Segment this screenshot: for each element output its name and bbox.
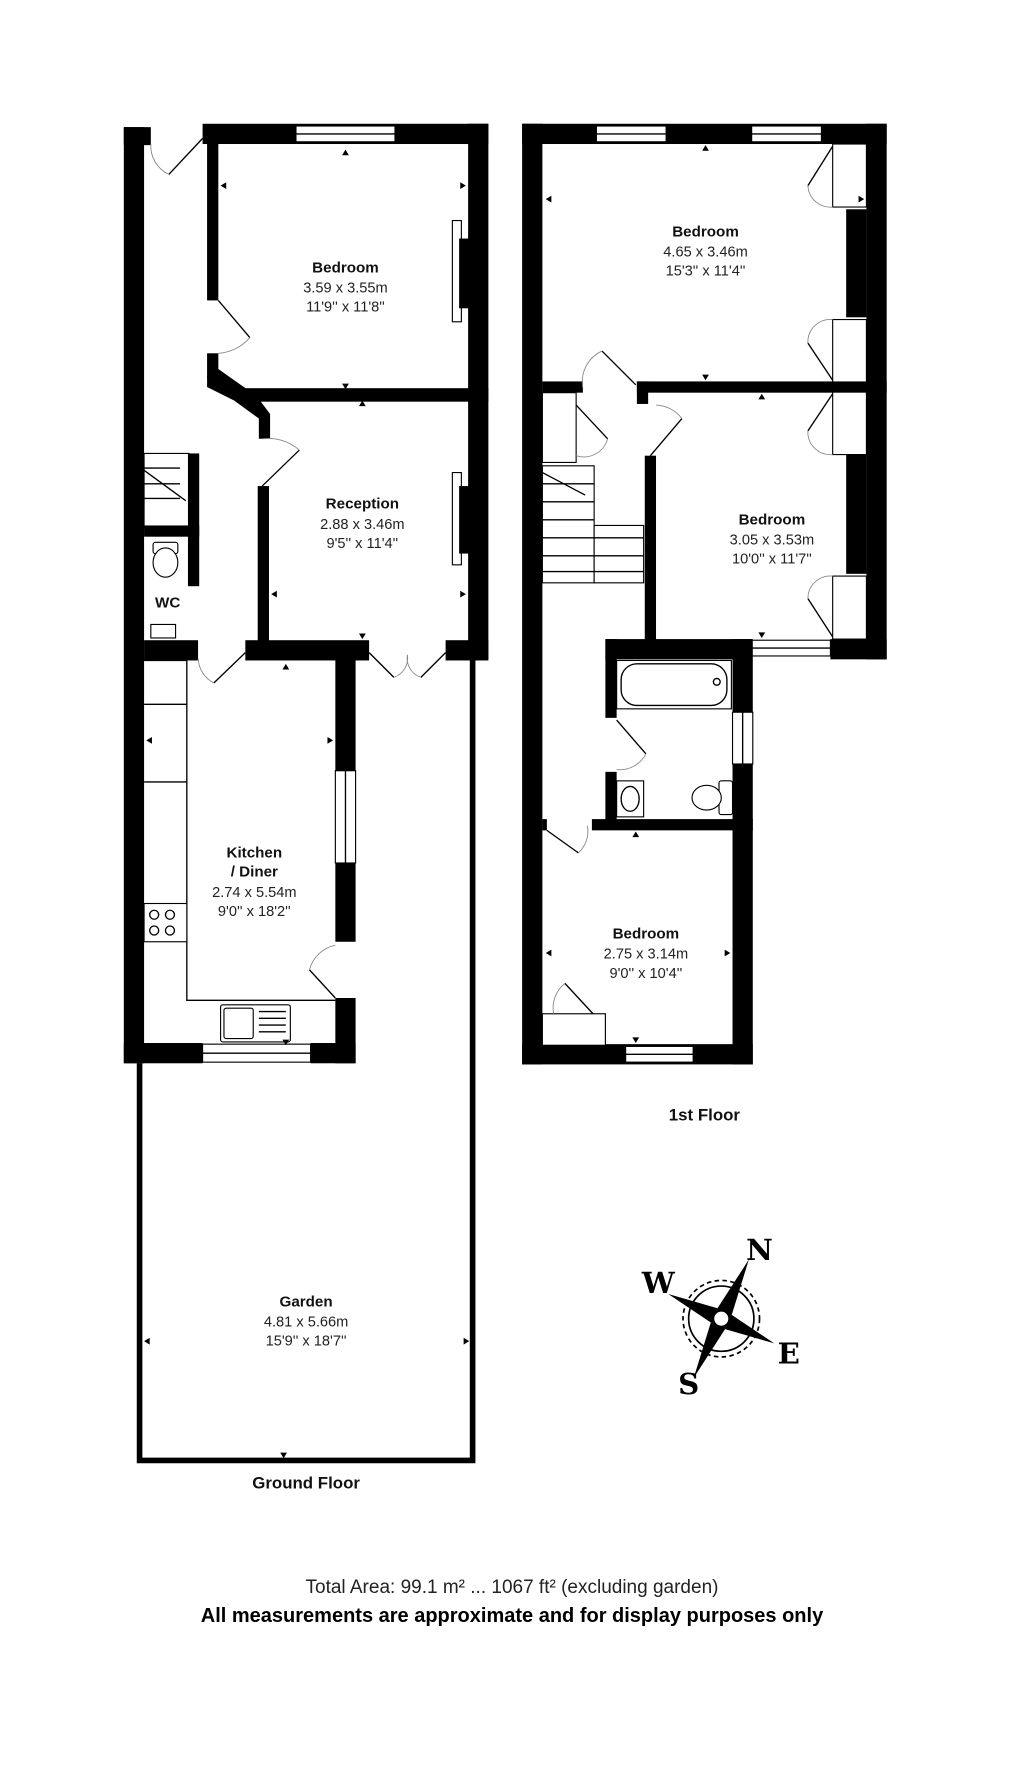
room-name: Reception <box>326 496 399 513</box>
room-dim-metric: 2.74 x 5.54m <box>212 885 296 901</box>
room-dim-metric: 4.65 x 3.46m <box>663 245 747 261</box>
room-name-line2: / Diner <box>231 863 278 880</box>
room-name: Bedroom <box>739 511 806 528</box>
room-name: Bedroom <box>672 223 739 240</box>
room-dim-metric: 4.81 x 5.66m <box>264 1315 348 1331</box>
first-floor-plan: Bedroom 4.65 x 3.46m 15'3'' x 11'4'' Bed… <box>522 123 887 1125</box>
compass-east: E <box>778 1337 800 1371</box>
floor-label: Ground Floor <box>252 1474 360 1493</box>
room-name: Kitchen <box>227 844 283 861</box>
room-dim-imperial: 15'3'' x 11'4'' <box>666 264 746 280</box>
room-dim-metric: 2.88 x 3.46m <box>320 517 404 533</box>
compass-north: N <box>746 1233 773 1267</box>
room-dim-imperial: 15'9'' x 18'7'' <box>266 1334 347 1350</box>
room-name: Garden <box>280 1293 333 1310</box>
compass-icon: N E S W <box>641 1233 800 1401</box>
room-name: Bedroom <box>613 925 680 942</box>
floor-label: 1st Floor <box>669 1106 741 1125</box>
disclaimer-text: All measurements are approximate and for… <box>200 1605 824 1627</box>
total-area-text: Total Area: 99.1 m² ... 1067 ft² (exclud… <box>305 1577 719 1598</box>
room-dim-imperial: 11'9'' x 11'8'' <box>306 300 385 316</box>
room-dim-metric: 2.75 x 3.14m <box>604 947 688 963</box>
room-dim-imperial: 9'0'' x 10'4'' <box>609 966 682 982</box>
compass-west: W <box>641 1266 676 1300</box>
room-dim-imperial: 10'0'' x 11'7'' <box>732 552 812 568</box>
compass-south: S <box>678 1367 699 1401</box>
room-dim-imperial: 9'5'' x 11'4'' <box>327 536 399 552</box>
room-name: WC <box>155 595 180 612</box>
ground-floor-plan: Bedroom 3.59 x 3.55m 11'9'' x 11'8'' Rec… <box>123 123 489 1493</box>
room-dim-metric: 3.05 x 3.53m <box>730 533 814 549</box>
room-dim-imperial: 9'0'' x 18'2'' <box>218 904 291 920</box>
room-dim-metric: 3.59 x 3.55m <box>303 281 387 297</box>
room-name: Bedroom <box>312 259 379 276</box>
